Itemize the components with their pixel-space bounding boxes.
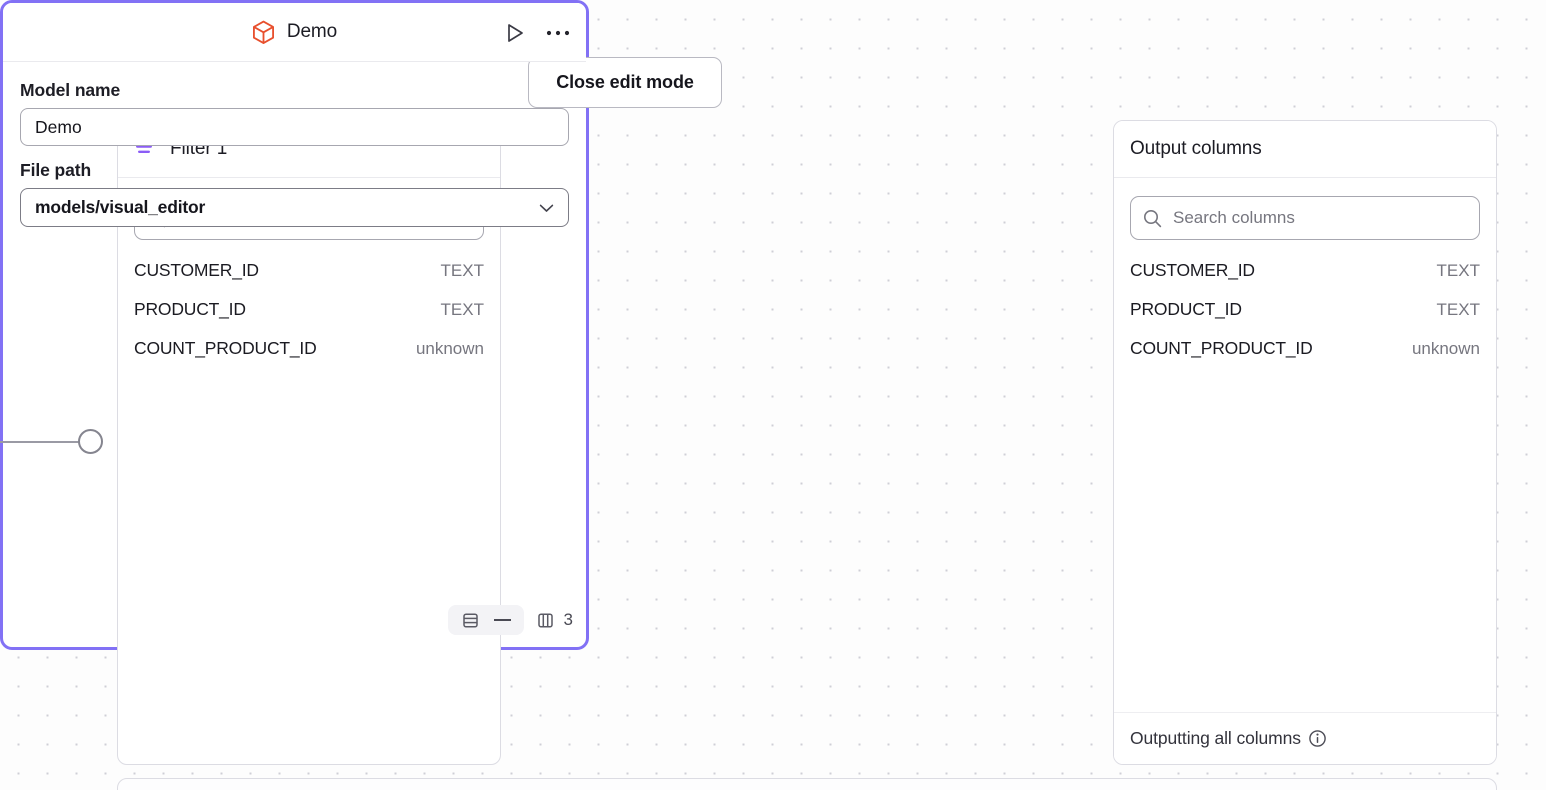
info-icon[interactable] (1308, 729, 1327, 748)
row-count-stat[interactable] (447, 605, 524, 635)
model-form: Model name File path models/visual_edito… (3, 62, 586, 647)
list-item[interactable]: COUNT_PRODUCT_ID unknown (118, 338, 500, 377)
file-path-label: File path (20, 160, 92, 180)
output-search-box[interactable] (1130, 196, 1480, 240)
column-count-stat[interactable]: 3 (532, 610, 573, 630)
output-columns-panel[interactable]: Output columns CUSTOMER_ID TEXT PRODUCT_… (1113, 120, 1497, 765)
column-type: TEXT (440, 300, 484, 319)
column-name: PRODUCT_ID (1130, 299, 1242, 319)
list-item[interactable]: CUSTOMER_ID TEXT (118, 260, 500, 299)
column-name: COUNT_PRODUCT_ID (1130, 338, 1313, 358)
column-name: PRODUCT_ID (134, 299, 246, 319)
bottom-partial-panel[interactable] (117, 778, 1497, 790)
column-name: COUNT_PRODUCT_ID (134, 338, 317, 358)
list-item[interactable]: COUNT_PRODUCT_ID unknown (1114, 338, 1496, 377)
output-panel-header: Output columns (1114, 121, 1496, 178)
connector-edge (0, 441, 80, 443)
model-name-input[interactable] (20, 108, 569, 146)
rows-icon (461, 611, 480, 630)
search-icon (1131, 209, 1173, 228)
list-item[interactable]: CUSTOMER_ID TEXT (1114, 260, 1496, 299)
connector-handle[interactable] (78, 429, 103, 454)
cube-icon (252, 20, 275, 45)
column-name: CUSTOMER_ID (1130, 260, 1255, 280)
file-path-select[interactable]: models/visual_editor (20, 188, 569, 227)
run-button[interactable] (504, 22, 526, 44)
column-type: unknown (1411, 339, 1480, 358)
output-footer: Outputting all columns (1114, 712, 1496, 764)
row-count-value (493, 619, 511, 621)
column-name: CUSTOMER_ID (134, 260, 259, 280)
model-header-actions (504, 3, 570, 62)
more-options-button[interactable] (546, 29, 570, 37)
output-column-list: CUSTOMER_ID TEXT PRODUCT_ID TEXT COUNT_P… (1114, 260, 1496, 377)
model-node-panel[interactable]: Demo Model name (0, 0, 589, 650)
column-type: TEXT (1436, 300, 1480, 319)
column-type: TEXT (440, 261, 484, 280)
column-type: TEXT (1436, 261, 1480, 280)
model-panel-title: Demo (286, 21, 338, 42)
filter-node-panel[interactable]: Filter 1 CUSTOMER_ID TEXT PRODUCT_ID TEX… (117, 120, 501, 765)
model-panel-header: Demo (3, 3, 586, 62)
model-stats-footer: 3 (447, 605, 573, 635)
file-path-value: models/visual_editor (35, 197, 206, 217)
output-footer-text: Outputting all columns (1130, 728, 1301, 748)
column-count-value: 3 (563, 610, 573, 629)
close-edit-mode-button[interactable]: Close edit mode (528, 57, 722, 108)
chevron-down-icon (539, 203, 554, 213)
list-item[interactable]: PRODUCT_ID TEXT (118, 299, 500, 338)
list-item[interactable]: PRODUCT_ID TEXT (1114, 299, 1496, 338)
output-search-input[interactable] (1173, 208, 1479, 228)
model-name-label: Model name (20, 80, 121, 100)
filter-column-list: CUSTOMER_ID TEXT PRODUCT_ID TEXT COUNT_P… (118, 260, 500, 377)
output-panel-title: Output columns (1130, 138, 1262, 159)
column-type: unknown (415, 339, 484, 358)
columns-icon (536, 611, 555, 630)
